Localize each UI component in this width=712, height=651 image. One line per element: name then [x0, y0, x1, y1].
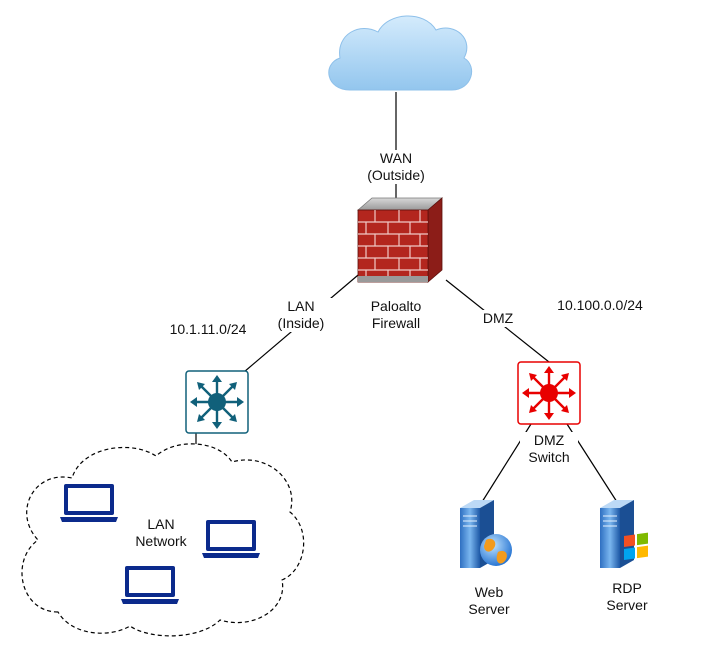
firewall-label: Paloalto Firewall — [360, 298, 432, 332]
wan-link-label: WAN (Outside) — [360, 150, 432, 184]
lan-link-label: LAN (Inside) — [270, 298, 332, 332]
lan-network-label-line1: LAN — [147, 516, 175, 532]
web-server-label-line1: Web — [474, 584, 504, 600]
rdp-server-label-line1: RDP — [612, 580, 642, 596]
dmz-switch-label-line2: Switch — [528, 449, 570, 465]
web-server-icon — [460, 500, 512, 568]
rdp-server-icon — [600, 500, 648, 568]
dmz-subnet-label: 10.100.0.0/24 — [557, 297, 643, 313]
internet-cloud-icon — [328, 15, 473, 91]
lan-network-label: LAN Network — [128, 516, 194, 550]
lan-network-label-line2: Network — [135, 533, 187, 549]
firewall-label-line2: Firewall — [371, 315, 421, 331]
laptop-icon — [60, 484, 118, 522]
firewall-icon — [356, 197, 444, 283]
laptop-icon — [121, 566, 179, 604]
dmz-switch-label: DMZ Switch — [520, 432, 578, 466]
dmz-switch-icon — [517, 361, 581, 425]
dmz-link-label: DMZ — [478, 310, 518, 327]
lan-subnet-label: 10.1.11.0/24 — [169, 321, 247, 337]
lan-switch-icon — [185, 370, 249, 434]
web-server-label: Web Server — [460, 584, 518, 618]
lan-link-label-line1: LAN — [287, 298, 315, 314]
wan-label-line2: (Outside) — [367, 167, 425, 183]
rdp-server-label-line2: Server — [606, 597, 648, 613]
laptop-icon — [202, 520, 260, 558]
rdp-server-label: RDP Server — [598, 580, 656, 614]
lan-link-label-line2: (Inside) — [277, 315, 325, 331]
web-server-label-line2: Server — [468, 601, 510, 617]
dmz-switch-label-line1: DMZ — [533, 432, 565, 448]
wan-label-line1: WAN — [379, 150, 413, 166]
firewall-label-line1: Paloalto — [370, 298, 422, 314]
